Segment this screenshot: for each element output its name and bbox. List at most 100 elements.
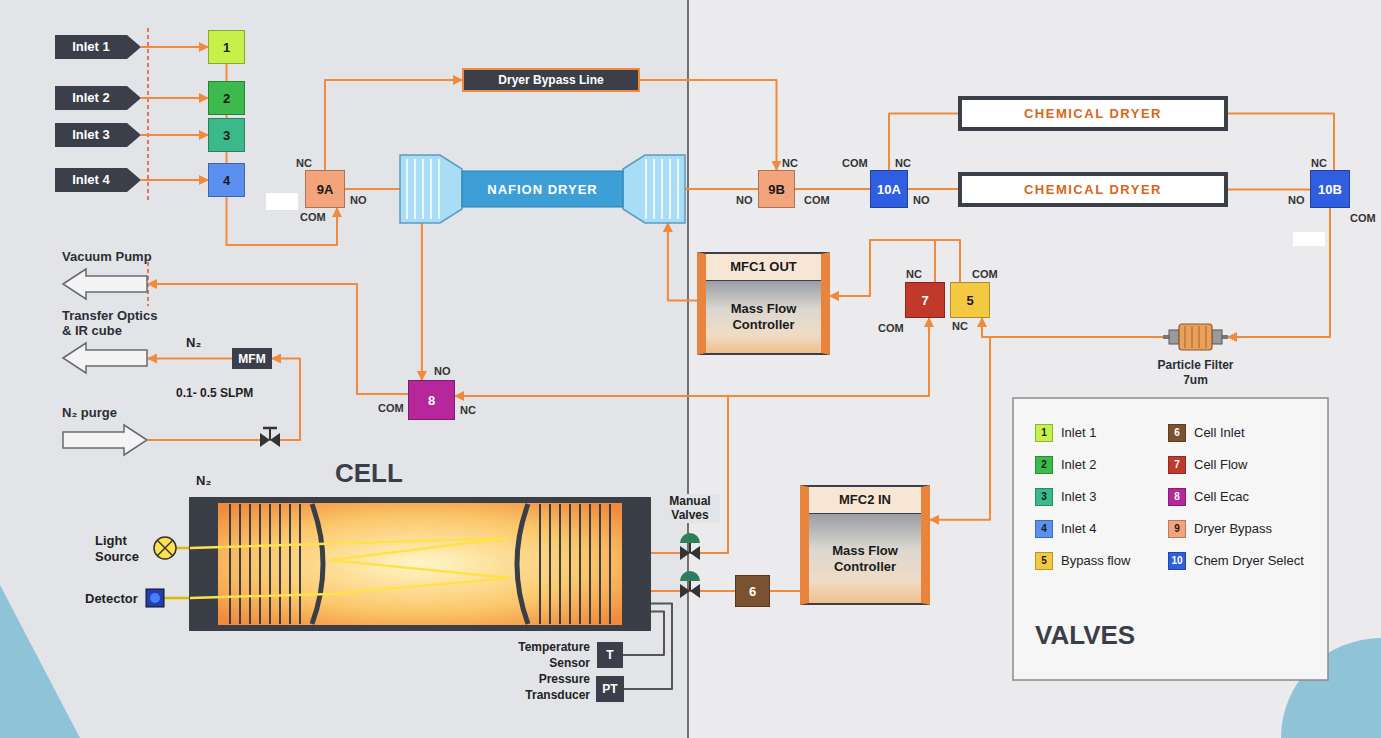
valve-number: 2 bbox=[223, 91, 230, 106]
port-label: NO bbox=[434, 365, 451, 378]
cell-baffle bbox=[589, 504, 591, 624]
port-arrow-shape bbox=[62, 424, 148, 456]
filter-rib bbox=[1199, 326, 1200, 348]
light-source-symbol bbox=[154, 537, 176, 559]
flow-line bbox=[345, 188, 400, 190]
flow-line bbox=[982, 318, 1163, 337]
sensor-name: PT bbox=[602, 682, 617, 696]
port-arrow: Vacuum Pump bbox=[62, 268, 148, 300]
cell-baffle bbox=[229, 504, 231, 624]
flow-line bbox=[795, 188, 870, 190]
dryer-end bbox=[623, 155, 685, 223]
port-label: NC bbox=[952, 320, 968, 333]
dryer-name: NAFION DRYER bbox=[487, 182, 597, 197]
port-name: Vacuum Pump bbox=[62, 249, 152, 264]
light-beam bbox=[164, 597, 190, 600]
callout-number: 6 bbox=[1168, 424, 1186, 442]
legend-text: Cell Flow bbox=[1194, 456, 1247, 474]
valve-number: 1 bbox=[223, 40, 230, 55]
flow-line bbox=[226, 64, 228, 81]
cell-baffle bbox=[279, 504, 281, 624]
cell-baffle bbox=[249, 504, 251, 624]
callout-number: 7 bbox=[1168, 456, 1186, 474]
valve-number: 9A bbox=[317, 182, 334, 197]
inlet-arrow-shape bbox=[55, 35, 141, 59]
valve-box: 3 bbox=[208, 118, 245, 152]
filter-rib bbox=[1185, 326, 1186, 348]
port-label: NC bbox=[895, 157, 911, 170]
inlet-name: Inlet 1 bbox=[55, 35, 127, 59]
dryer-stripe bbox=[669, 159, 671, 219]
redaction-patch bbox=[266, 193, 298, 210]
gas-label: N₂ bbox=[196, 473, 211, 489]
dryer-stripe bbox=[422, 159, 424, 219]
port-label: NO bbox=[736, 194, 753, 207]
legend-text: Cell Ecac bbox=[1194, 488, 1249, 506]
filter-icon bbox=[1163, 322, 1228, 352]
cell-title: CELL bbox=[335, 458, 403, 488]
port-label: COM bbox=[842, 157, 868, 170]
valve-box: 6 bbox=[735, 575, 770, 607]
port-label: NC bbox=[782, 157, 798, 170]
flow-line bbox=[1228, 208, 1330, 337]
mass-flow-controller: MFC2 INMass Flow Controller bbox=[800, 485, 930, 605]
sensor-label: Pressure bbox=[490, 672, 590, 686]
mfc-body-text: Mass Flow Controller bbox=[815, 543, 915, 575]
dryer-stripe bbox=[406, 159, 408, 219]
port-label: NC bbox=[296, 157, 312, 170]
manual-valve-symbol bbox=[680, 584, 690, 598]
right-panel bbox=[688, 0, 1381, 738]
dryer-name: CHEMICAL DRYER bbox=[1024, 182, 1162, 197]
valve-number: 3 bbox=[223, 128, 230, 143]
mfc-body: Mass Flow Controller bbox=[809, 514, 921, 603]
flow-line bbox=[685, 188, 758, 190]
flow-line bbox=[141, 97, 208, 99]
valve-box: 9B bbox=[758, 170, 795, 208]
port-label: NO bbox=[1288, 194, 1305, 207]
inlet-name: Inlet 3 bbox=[55, 123, 127, 147]
detector-symbol bbox=[150, 593, 160, 603]
callout-number: 1 bbox=[1035, 424, 1053, 442]
inlet-arrow-shape bbox=[55, 123, 141, 147]
flow-rate-label: 0.1- 0.5 SLPM bbox=[176, 386, 253, 400]
port-label: NO bbox=[350, 194, 367, 207]
cell-baffle bbox=[259, 504, 261, 624]
port-label: COM bbox=[300, 211, 326, 224]
port-arrow-shape bbox=[62, 342, 148, 374]
cell-baffle bbox=[579, 504, 581, 624]
port-arrow: Transfer Optics & IR cube bbox=[62, 342, 148, 374]
valve-box: 2 bbox=[208, 81, 245, 115]
manual-valve-symbol bbox=[690, 584, 700, 598]
sensor-label: Sensor bbox=[490, 656, 590, 670]
callout-number: 4 bbox=[1035, 520, 1053, 538]
flow-line bbox=[930, 337, 1163, 520]
callout-number: 3 bbox=[1035, 488, 1053, 506]
mfc-header: MFC1 OUT bbox=[706, 254, 821, 281]
flow-line bbox=[1228, 189, 1310, 191]
inlet-arrow: Inlet 3 bbox=[55, 123, 141, 147]
port-label: COM bbox=[972, 268, 998, 281]
box-title: Dryer Bypass Line bbox=[498, 73, 603, 87]
inlet-arrow-shape bbox=[55, 168, 141, 192]
mass-flow-controller: MFC1 OUT Mass Flow Controller bbox=[697, 252, 830, 355]
dryer-stripe bbox=[438, 159, 440, 219]
inlet-name: Inlet 4 bbox=[55, 168, 127, 192]
redaction-patch bbox=[1293, 232, 1325, 246]
dryer-stripe bbox=[677, 159, 679, 219]
callout-number: 2 bbox=[1035, 456, 1053, 474]
part-label: Light Source bbox=[95, 533, 145, 564]
valve-box: 4 bbox=[208, 163, 245, 197]
detector-symbol bbox=[146, 589, 164, 607]
mfc-body-text: Mass Flow Controller bbox=[712, 301, 815, 333]
sensor-box: T bbox=[597, 642, 623, 668]
filter-rib bbox=[1206, 326, 1207, 348]
particle-filter: Particle Filter 7um bbox=[1163, 322, 1228, 352]
callout-number: 10 bbox=[1168, 552, 1186, 570]
legend-text: Inlet 3 bbox=[1061, 488, 1096, 506]
dryer-tube bbox=[462, 171, 623, 207]
valve-box: 9A bbox=[305, 170, 345, 208]
port-label: NO bbox=[913, 194, 930, 207]
light-beam bbox=[176, 547, 190, 550]
